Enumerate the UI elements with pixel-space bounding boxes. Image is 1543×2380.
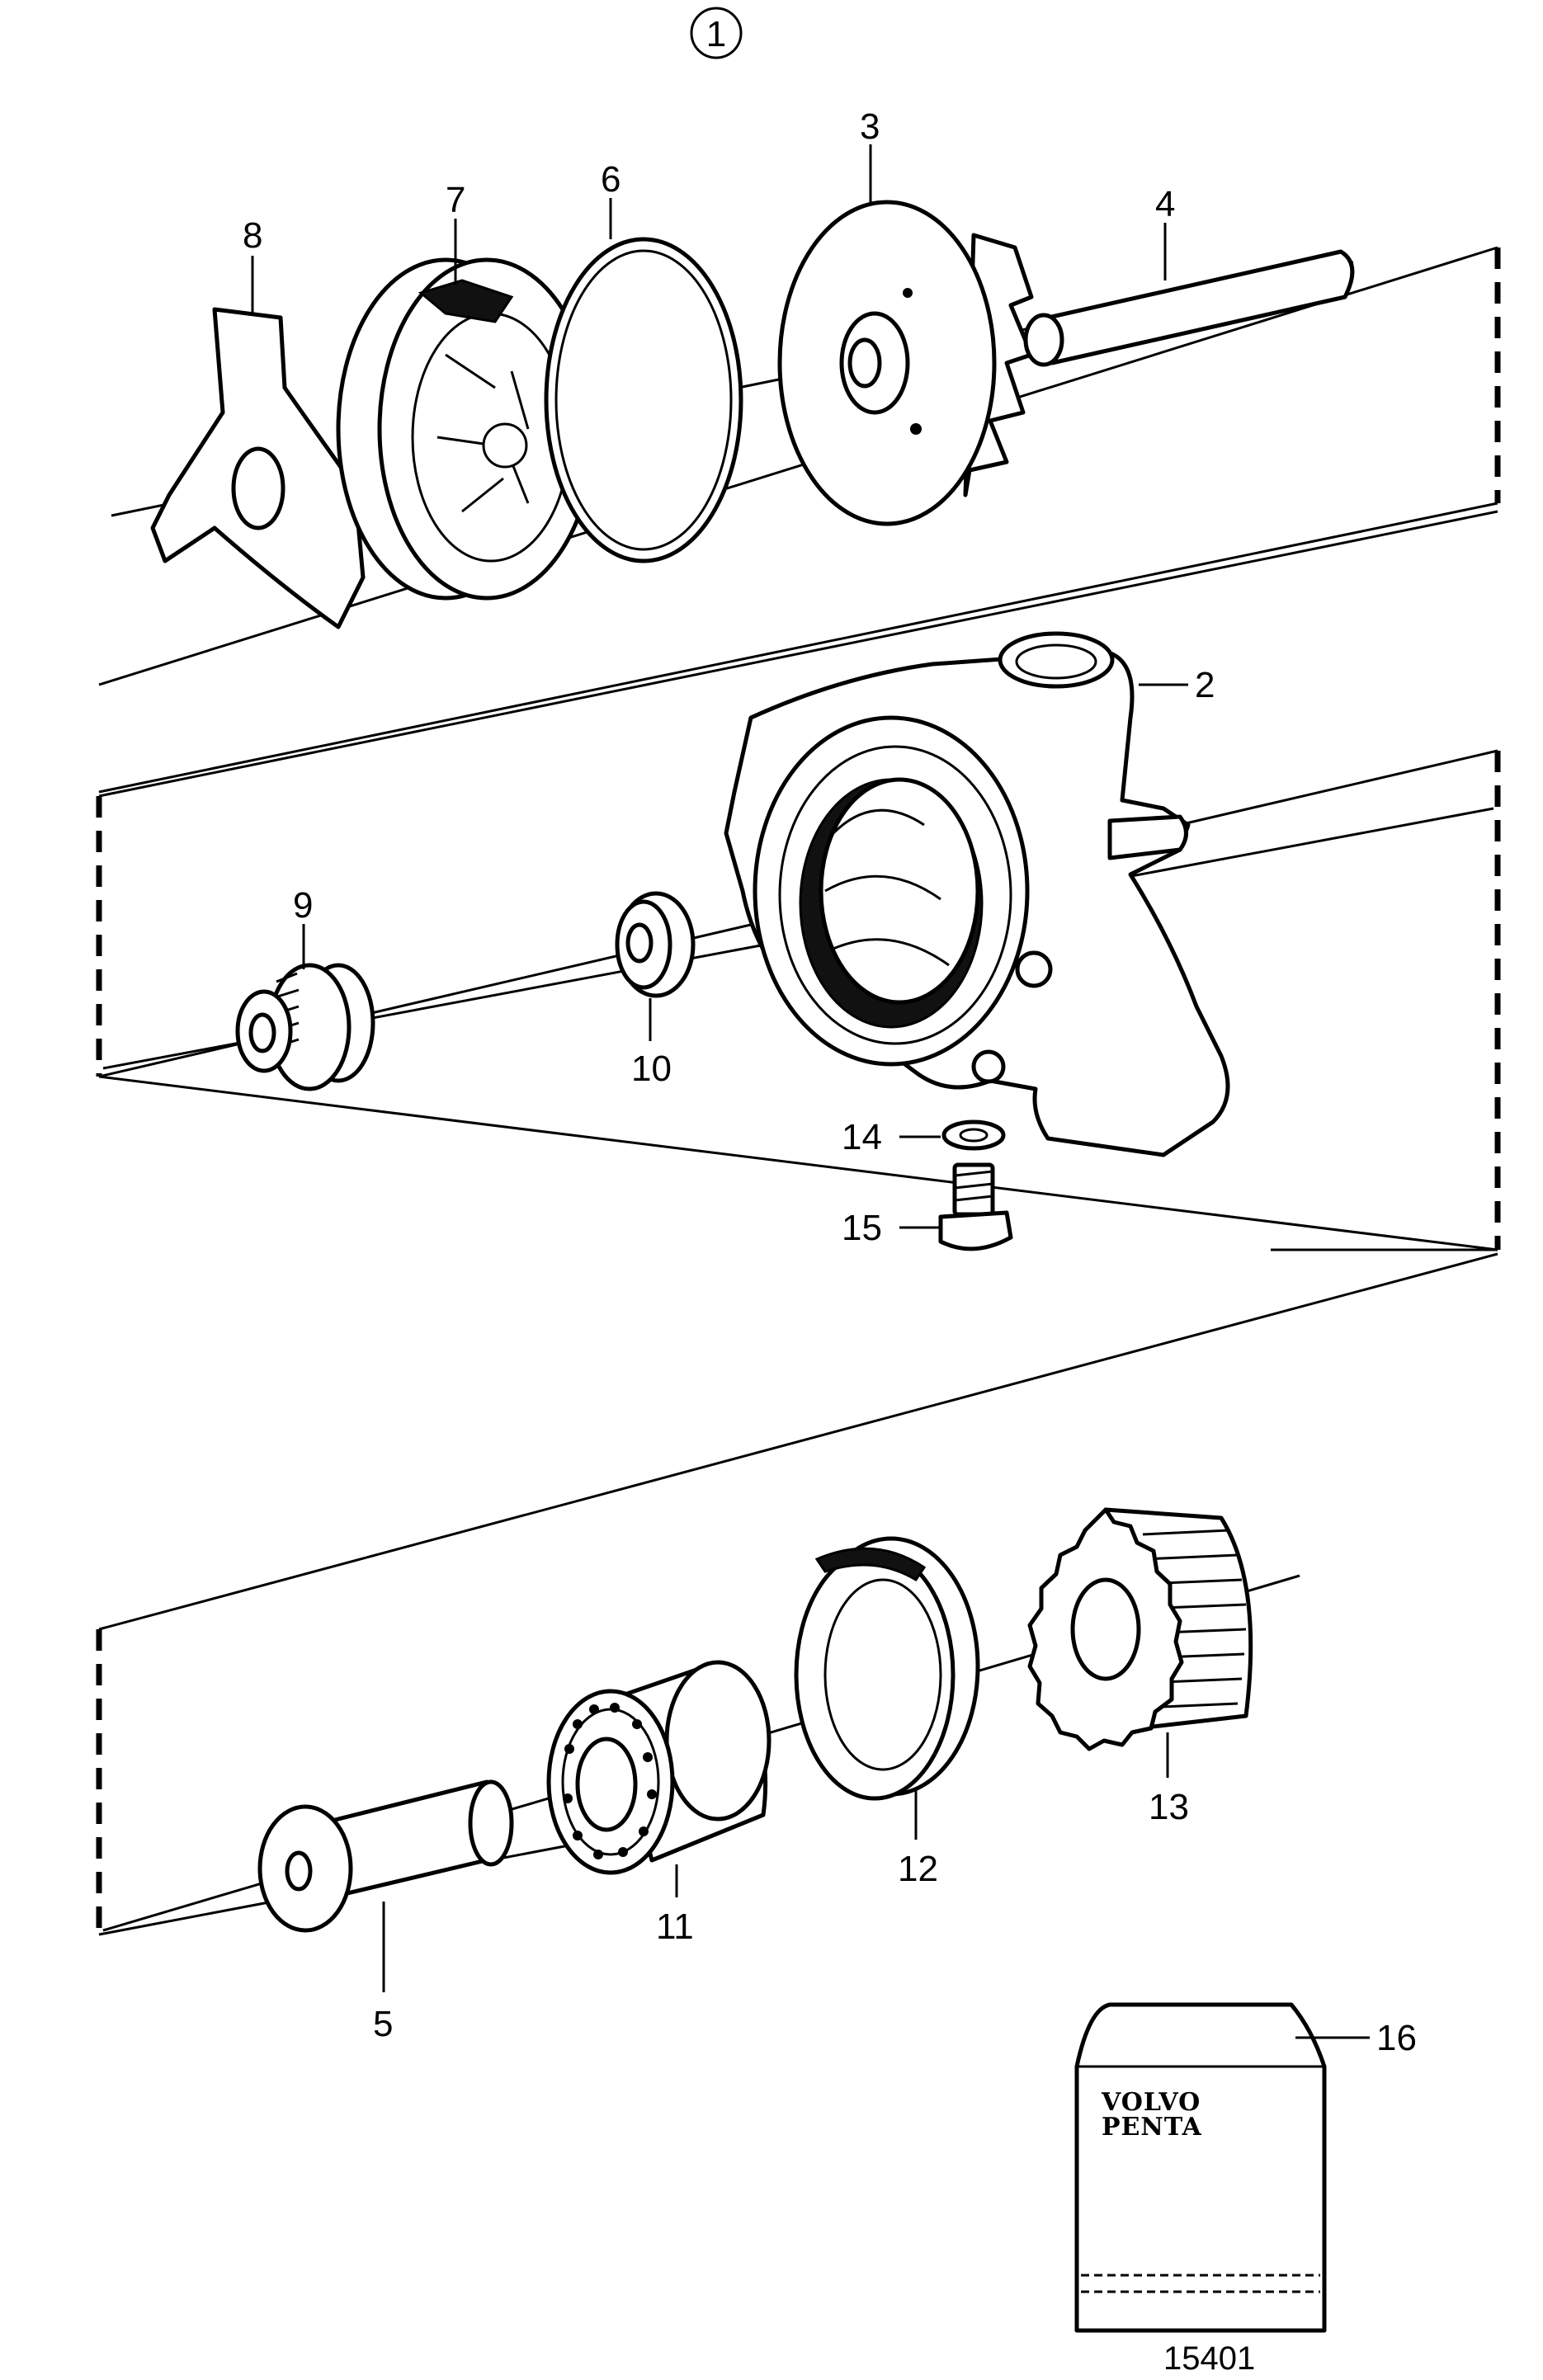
- part-12-cup-seal: [794, 1536, 980, 1801]
- callout-label-16: 16: [1376, 2018, 1417, 2058]
- part-4-shaft: [1023, 249, 1355, 367]
- part-10-bushing: [615, 891, 696, 998]
- callout-label-15: 15: [842, 1208, 882, 1248]
- part-9-shaft-seal: [235, 963, 375, 1091]
- middle-assembly-frame: [96, 510, 1501, 1251]
- part-13-gear: [1027, 1507, 1253, 1751]
- part-7-cover-plate: [336, 257, 597, 601]
- group-number: 1: [706, 14, 726, 54]
- callout-label-10: 10: [631, 1049, 672, 1089]
- callout-label-6: 6: [601, 159, 621, 200]
- part-6-o-ring: [544, 237, 743, 563]
- callout-label-14: 14: [842, 1117, 882, 1157]
- callout-labels: 2 3 4 5 6 7 8 9 10 11 12 13 14 15 16: [243, 106, 1417, 2058]
- callout-label-7: 7: [446, 180, 465, 220]
- callout-label-11: 11: [656, 1906, 694, 1947]
- callout-leaders: [251, 144, 1370, 2039]
- callout-label-12: 12: [898, 1849, 938, 1889]
- diagram-reference-number: 15401: [1163, 2340, 1255, 2377]
- callout-label-9: 9: [293, 885, 313, 926]
- part-5-sleeve: [257, 1779, 514, 1933]
- callout-label-8: 8: [243, 215, 262, 256]
- part-14-sealing-washer: [941, 1119, 1006, 1151]
- group-number-badge: 1: [690, 7, 743, 59]
- callout-label-4: 4: [1155, 184, 1175, 224]
- kit-brand-line-1: VOLVO: [1101, 2088, 1201, 2117]
- kit-brand-line-2: PENTA: [1102, 2113, 1202, 2142]
- part-2-pump-housing: [724, 631, 1230, 1157]
- part-3-impeller: [777, 200, 1034, 526]
- callout-label-3: 3: [860, 106, 880, 147]
- callout-label-2: 2: [1195, 665, 1215, 705]
- callout-label-13: 13: [1149, 1787, 1189, 1827]
- part-8-spider-coupling: [150, 307, 366, 629]
- callout-label-5: 5: [373, 2004, 393, 2044]
- part-16-gasket-kit: VOLVO PENTA: [1074, 2002, 1327, 2333]
- part-11-ball-bearing: [546, 1660, 772, 1875]
- part-15-drain-plug: [938, 1162, 1013, 1251]
